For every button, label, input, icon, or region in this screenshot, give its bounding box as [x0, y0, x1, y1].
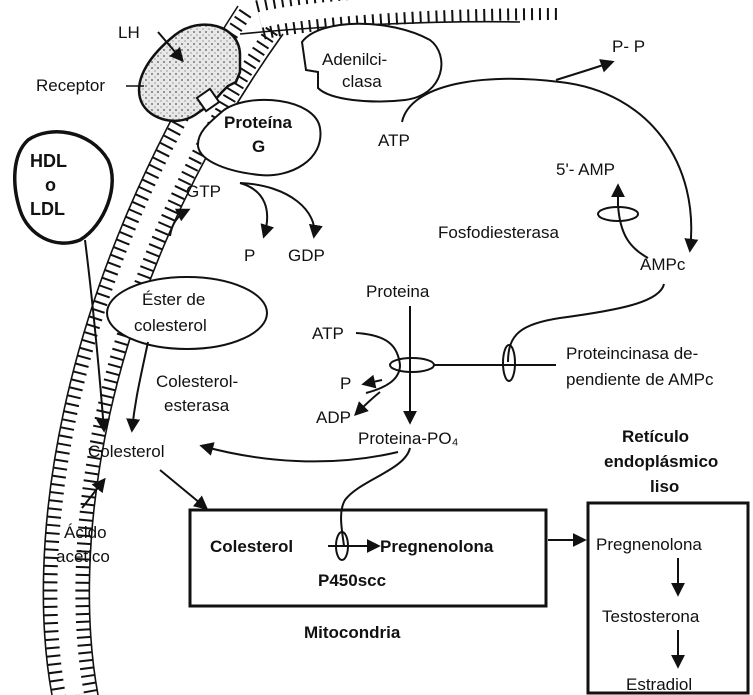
- proteincinasa-label-1: Proteincinasa de-: [566, 344, 698, 363]
- hdl-label: HDL: [30, 151, 67, 171]
- gtp-label: GTP: [186, 182, 221, 201]
- proteincinasa-label-2: pendiente de AMPc: [566, 370, 714, 389]
- mito-pregnenolona-label: Pregnenolona: [380, 537, 494, 556]
- to-p-arrow: [240, 183, 267, 236]
- receptor-shape: [139, 25, 240, 121]
- to-p-mid-arrow: [364, 380, 382, 384]
- o-label: o: [45, 175, 56, 195]
- testosterona-label: Testosterona: [602, 607, 700, 626]
- proteina-g-label-1: Proteína: [224, 113, 293, 132]
- gdp-label: GDP: [288, 246, 325, 265]
- reticulo-label-1: Retículo: [622, 427, 689, 446]
- p-mid-label: P: [340, 374, 351, 393]
- ampc-label: AMPc: [640, 255, 686, 274]
- atp-adp-curve: [356, 333, 400, 393]
- to-adp-arrow: [356, 392, 380, 414]
- esterasa-label-1: Colesterol-: [156, 372, 238, 391]
- adenilciclasa-label-2: clasa: [342, 72, 382, 91]
- proteina-g-label-2: G: [252, 137, 265, 156]
- po4-to-colesterol-arrow: [202, 446, 398, 461]
- colesterol-to-mito-arrow: [160, 470, 206, 508]
- to-gdp-arrow: [240, 183, 314, 236]
- pp-arrow: [556, 62, 612, 80]
- pp-label: P- P: [612, 37, 645, 56]
- atp-top-label: ATP: [378, 131, 410, 150]
- lipoprotein-shape: [15, 132, 112, 243]
- reticulo-label-2: endoplásmico: [604, 452, 718, 471]
- acido-label-2: acético: [56, 547, 110, 566]
- acido-arrow: [82, 480, 104, 508]
- ester-to-colesterol-arrow: [132, 342, 148, 430]
- ampc-to-5amp-arrow: [618, 186, 648, 258]
- mitocondria-label: Mitocondria: [304, 623, 401, 642]
- atp-mid-label: ATP: [312, 324, 344, 343]
- adp-label: ADP: [316, 408, 351, 427]
- adenilciclasa-label-1: Adenilci-: [322, 50, 387, 69]
- ester-shape: [107, 277, 267, 349]
- ester-label-2: colesterol: [134, 316, 207, 335]
- rel-pregnenolona-label: Pregnenolona: [596, 535, 702, 554]
- mito-colesterol-label: Colesterol: [210, 537, 293, 556]
- lh-label: LH: [118, 23, 140, 42]
- amp5-label: 5'- AMP: [556, 160, 615, 179]
- mitochondria-box: [190, 510, 546, 606]
- kinase-ring: [390, 358, 434, 372]
- colesterol-label: Colesterol: [88, 442, 165, 461]
- estradiol-label: Estradiol: [626, 675, 692, 694]
- proteina-label: Proteina: [366, 282, 430, 301]
- acido-label-1: Ácido: [64, 523, 107, 542]
- fosfodiesterasa-label: Fosfodiesterasa: [438, 223, 559, 242]
- reticulo-label-3: liso: [650, 477, 679, 496]
- p450-label: P450scc: [318, 571, 386, 590]
- smooth-er-box: [588, 503, 748, 693]
- p-gtp-label: P: [244, 246, 255, 265]
- esterasa-label-2: esterasa: [164, 396, 230, 415]
- receptor-label: Receptor: [36, 76, 105, 95]
- ldl-label: LDL: [30, 199, 65, 219]
- proteina-po4-label: Proteina-PO₄: [358, 429, 459, 448]
- ester-label-1: Éster de: [142, 290, 205, 309]
